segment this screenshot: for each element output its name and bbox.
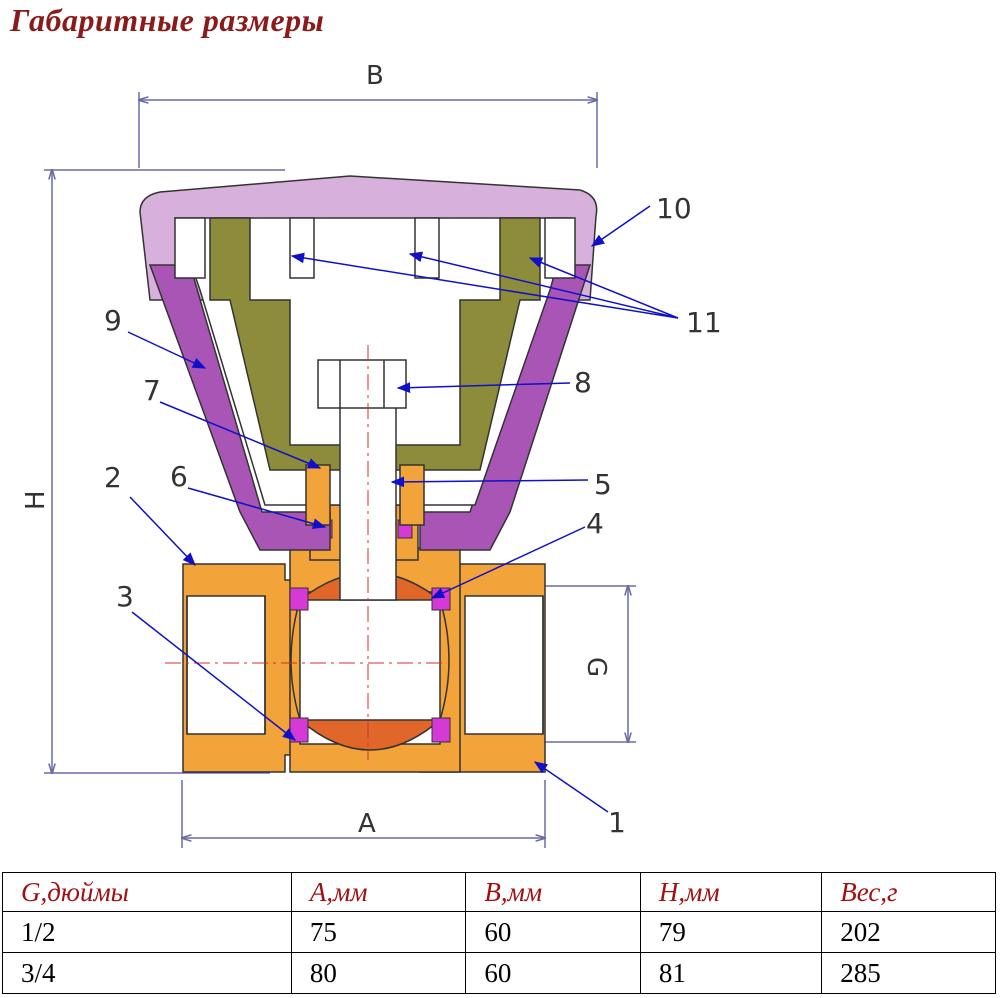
dimension-h (44, 170, 285, 773)
dimension-a-label: A (358, 809, 376, 839)
callout-11: 11 (686, 306, 722, 339)
callout-arrows (127, 205, 679, 813)
cell-h: 79 (639, 911, 823, 953)
table-header-row: G,дюймы A,мм B,мм H,мм Вес,г (2, 872, 996, 912)
callout-8: 8 (574, 366, 592, 399)
callout-5: 5 (594, 468, 612, 501)
header-b: B,мм (465, 872, 641, 912)
ball-valve-drawing: B H G A (21, 61, 722, 848)
callout-6: 6 (170, 460, 188, 493)
table-row: 1/2 75 60 79 202 (2, 911, 996, 953)
cell-a: 80 (290, 952, 467, 994)
dimension-h-label: H (21, 490, 51, 510)
cell-a: 75 (290, 911, 467, 953)
callout-3: 3 (116, 580, 134, 613)
dimension-b-label: B (366, 61, 384, 91)
dimension-b (139, 92, 597, 168)
callout-9: 9 (104, 304, 122, 337)
dimension-a (182, 780, 545, 848)
cell-h: 81 (639, 952, 823, 994)
table-row: 3/4 80 60 81 285 (2, 952, 996, 994)
cell-weight: 202 (821, 911, 996, 953)
callout-1: 1 (608, 806, 626, 839)
callout-4: 4 (586, 507, 604, 540)
cell-b: 60 (465, 952, 641, 994)
dimension-g-label: G (581, 657, 611, 677)
center-lines (165, 345, 445, 760)
header-h: H,мм (639, 872, 823, 912)
dimensions-table: G,дюймы A,мм B,мм H,мм Вес,г 1/2 75 60 7… (2, 872, 996, 994)
callout-10: 10 (656, 192, 692, 225)
dimension-g (545, 586, 636, 742)
header-weight: Вес,г (821, 872, 996, 912)
callout-7: 7 (143, 374, 161, 407)
cell-weight: 285 (821, 952, 996, 994)
callout-2: 2 (104, 461, 122, 494)
header-a: A,мм (290, 872, 467, 912)
cell-b: 60 (465, 911, 641, 953)
header-g: G,дюймы (2, 872, 292, 912)
page-title: Габаритные размеры (10, 2, 325, 38)
cell-g: 1/2 (2, 911, 292, 953)
callout-labels: 1 2 3 4 5 6 7 8 9 10 11 (104, 192, 722, 839)
cell-g: 3/4 (2, 952, 292, 994)
